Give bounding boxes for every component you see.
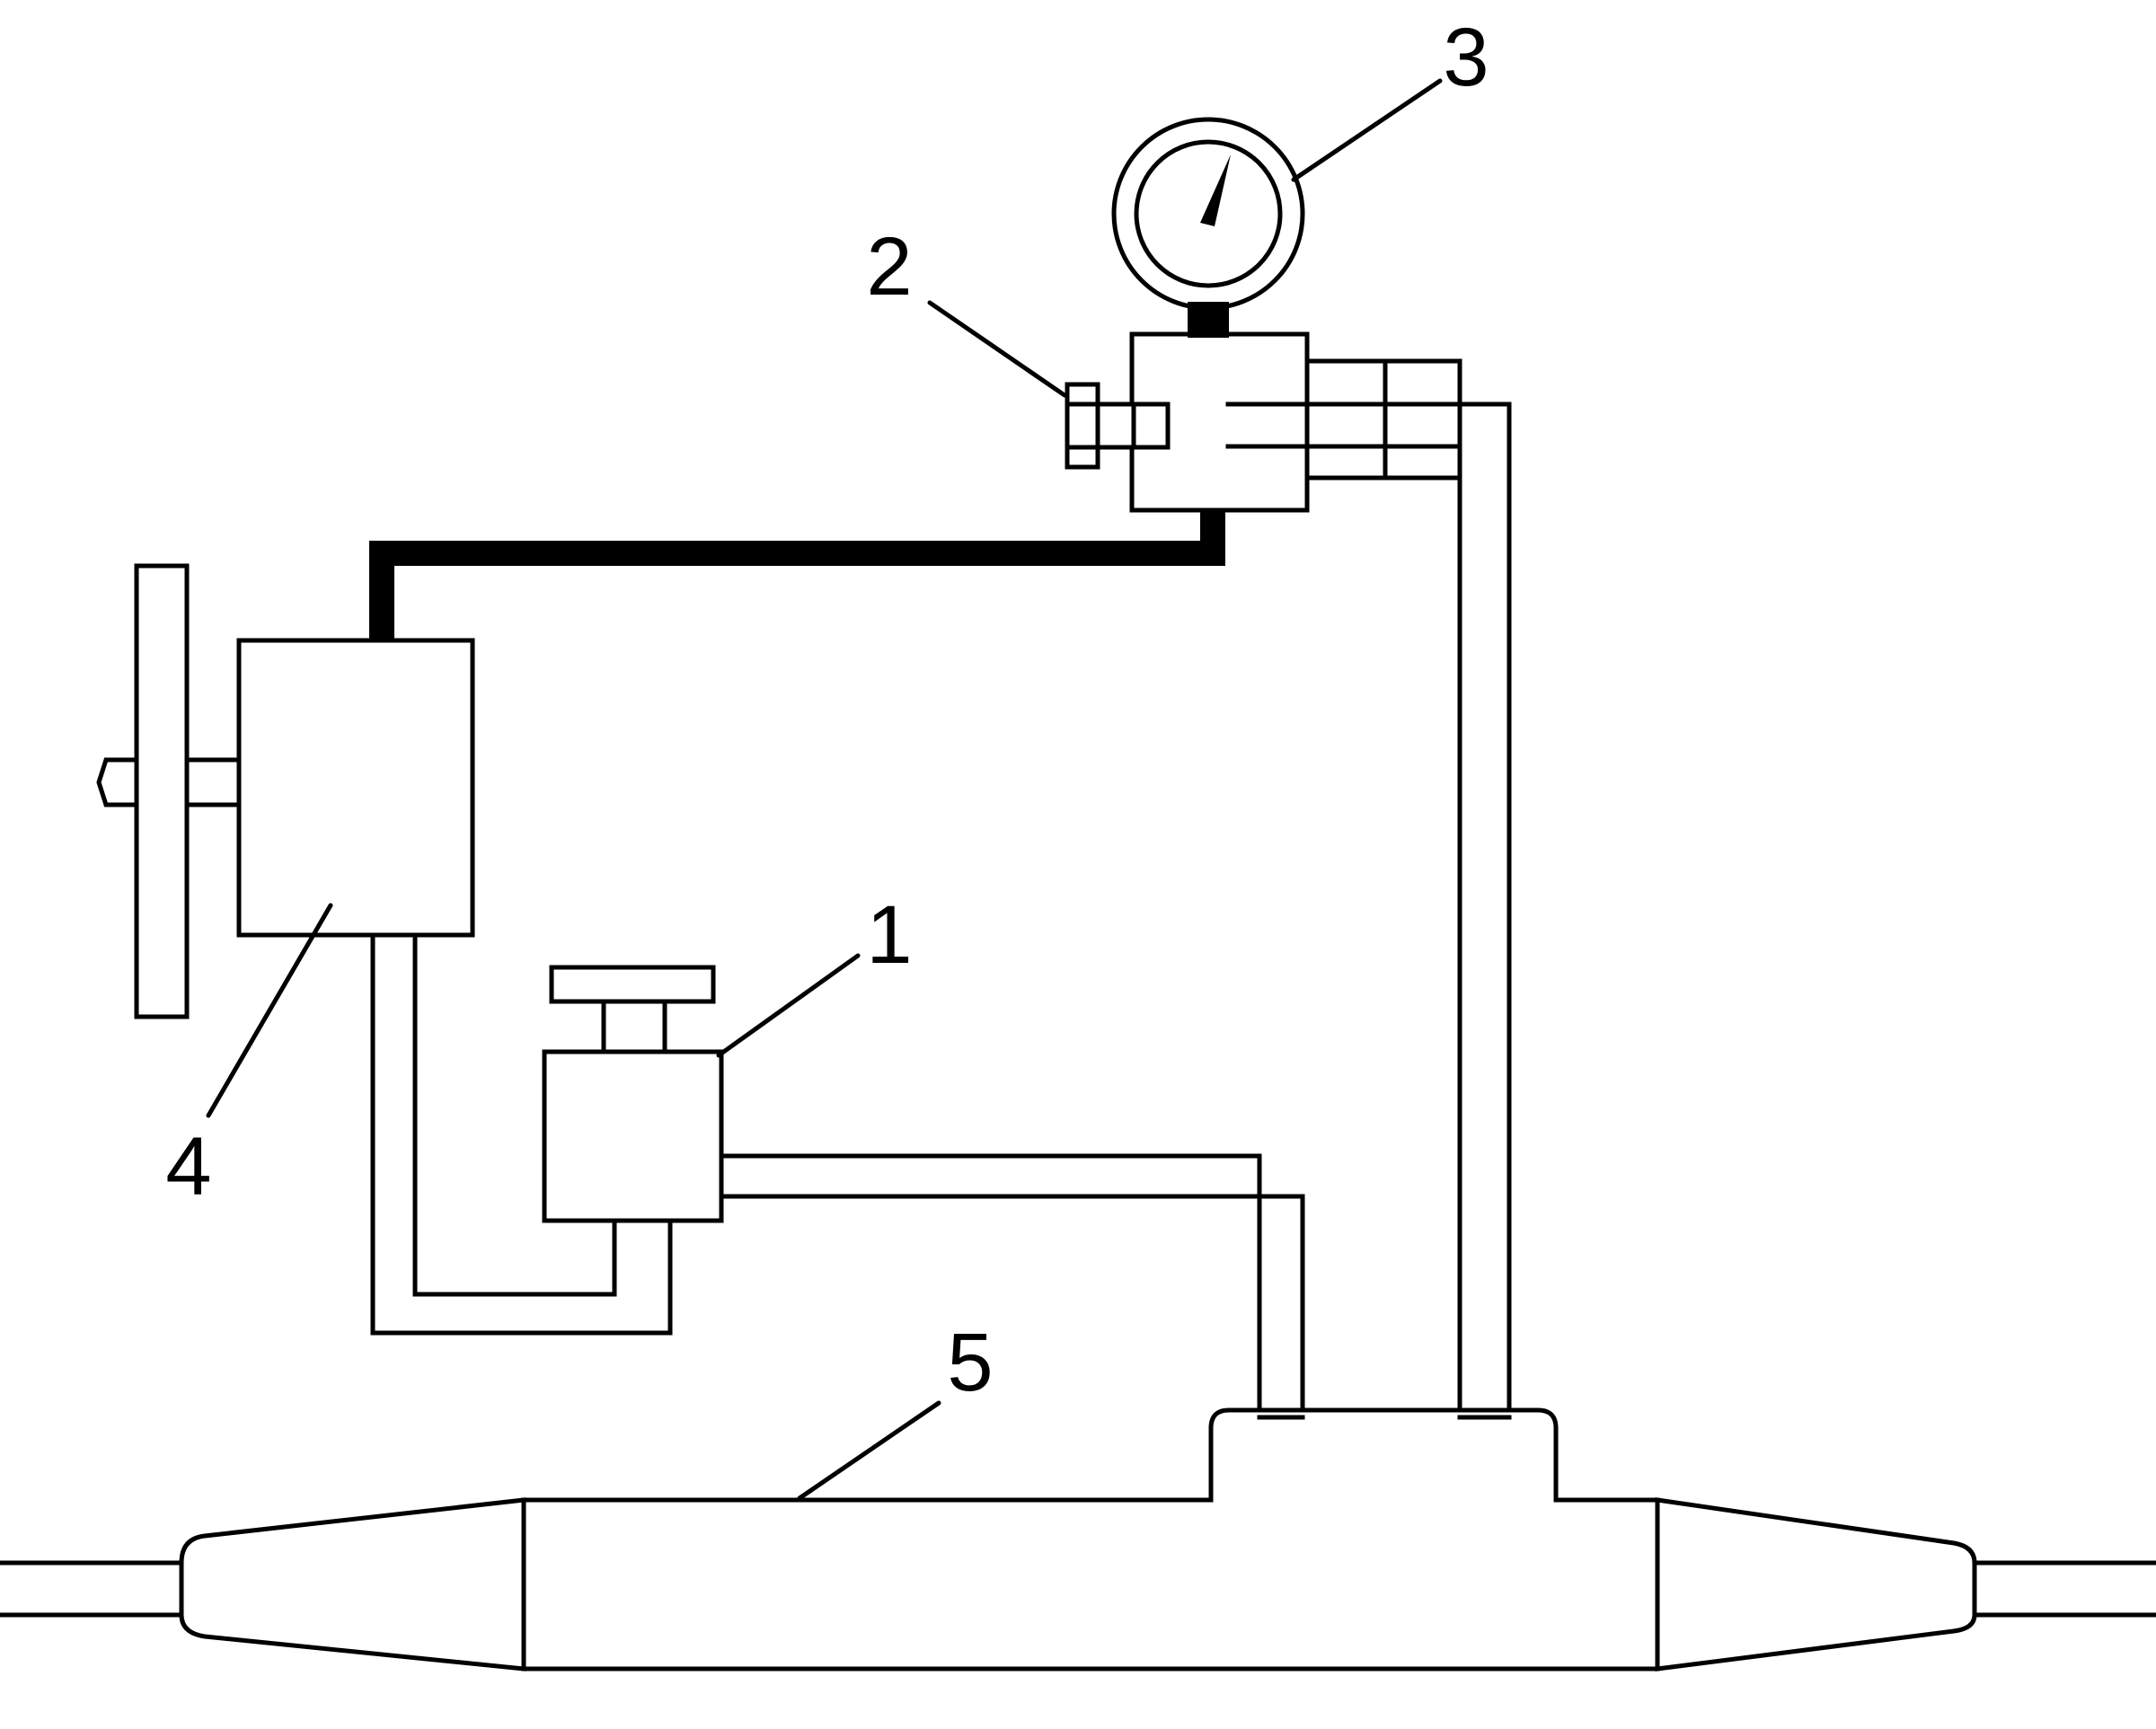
pressure-gauge [1111,117,1305,338]
valve-body [542,1049,724,1223]
callout-4: 4 [165,1121,211,1213]
callout-2: 2 [866,221,912,313]
gauge-stem [1188,302,1229,338]
leader-3 [1291,78,1443,182]
leader-5 [797,1400,941,1501]
valve [542,965,724,1223]
pump-to-valve-pipe-inner [412,932,617,1297]
handwheel-pump [96,563,475,1019]
handwheel-disc [134,563,190,1019]
callout-labels: 3 2 1 4 5 [165,12,1489,1408]
leader-2 [927,300,1067,398]
valve-to-body-pipe-inner [719,1194,1305,1413]
valve-handle [549,965,716,1004]
pump-body [236,638,475,938]
handwheel-knob [96,757,139,807]
handwheel-shaft [184,757,242,807]
gauge-to-body-pipe-outer [1225,401,1512,1413]
valve-to-body-pipe-outer [719,1153,1262,1413]
callout-3: 3 [1443,12,1489,103]
valve-stem [601,999,667,1054]
pipeline-body [0,1407,2156,1672]
high-pressure-line [369,314,1225,640]
callout-leaders [206,78,1443,1501]
gauge-to-body-pipe-inner [1225,444,1462,1413]
callout-5: 5 [947,1317,993,1408]
callout-1: 1 [866,889,912,981]
pump-to-valve-pipe-outer [370,932,673,1336]
gauge-block [1065,331,1462,513]
central-body [521,1407,1660,1672]
left-taper [179,1497,526,1672]
leader-1 [716,953,861,1058]
gauge-needle [1200,154,1231,226]
right-taper [1655,1497,1977,1672]
bleed-plug-nut [1065,382,1100,470]
leader-4 [206,903,333,1118]
